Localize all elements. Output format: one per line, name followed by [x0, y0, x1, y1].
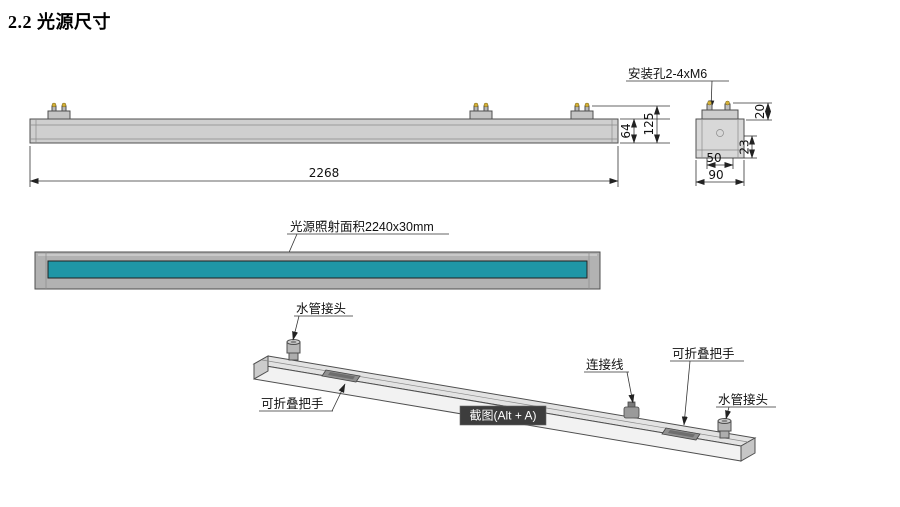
cable-connector	[623, 401, 640, 419]
screw-icon	[707, 100, 712, 106]
label-water-connector-left: 水管接头	[292, 301, 353, 341]
end-view-body	[695, 118, 745, 159]
dim-length-label: 2268	[309, 166, 340, 180]
side-view: 2268 64 125	[29, 102, 670, 187]
side-bar-body	[29, 118, 619, 144]
screenshot-tooltip: 截图(Alt + A)	[459, 405, 547, 426]
illumination-area-label: 光源照射面积2240x30mm	[290, 219, 434, 234]
dim-50-label: 50	[706, 151, 721, 165]
water-connector-right	[717, 418, 732, 439]
screw-icon	[51, 102, 57, 108]
screenshot-tooltip-box	[459, 405, 547, 426]
foldable-handle-left-label: 可折叠把手	[261, 396, 324, 411]
screw-icon	[61, 102, 67, 108]
label-cable: 连接线	[584, 357, 635, 404]
water-connector-right-label: 水管接头	[718, 392, 768, 407]
dim-body-height-label: 64	[619, 123, 633, 138]
dim-90-label: 90	[708, 168, 723, 182]
screw-icon	[725, 100, 730, 106]
dimension-length: 2268	[29, 146, 619, 187]
iso-view: 水管接头 可折叠把手 连接线 可折叠把手 水管接头	[252, 301, 776, 462]
dimension-lower-height: 23	[738, 135, 757, 159]
mounting-block-left	[47, 102, 71, 120]
screw-icon	[584, 102, 590, 108]
dimension-inner-width: 50	[706, 151, 734, 169]
iso-bar-right-end	[740, 437, 756, 462]
dimension-heights: 64 125	[592, 105, 670, 144]
screenshot-tooltip-text: 截图(Alt + A)	[469, 409, 536, 423]
iso-bar-left-end	[253, 355, 269, 380]
end-view-center-hole	[716, 129, 724, 137]
end-view: 安装孔2-4xM6 20	[626, 66, 772, 186]
label-water-connector-right: 水管接头	[716, 392, 776, 420]
glass-emitting-strip	[47, 260, 588, 279]
dimension-screw-height: 20	[733, 102, 772, 121]
dim-20-label: 20	[753, 104, 767, 119]
water-connector-left	[286, 339, 301, 361]
label-foldable-handle-left: 可折叠把手	[259, 383, 346, 412]
screw-icon	[483, 102, 489, 108]
screw-icon	[473, 102, 479, 108]
section-heading: 2.2 光源尺寸	[8, 12, 111, 32]
screw-icon	[574, 102, 580, 108]
label-foldable-handle-right: 可折叠把手	[670, 346, 744, 426]
mounting-block-middle	[469, 102, 493, 120]
mounting-block-right	[570, 102, 594, 120]
dim-23-label: 23	[738, 139, 752, 154]
dim-total-height-label: 125	[642, 113, 656, 136]
foldable-handle-right	[661, 427, 701, 441]
foldable-handle-left	[321, 369, 361, 383]
dimension-width: 90	[695, 160, 745, 186]
cable-label: 连接线	[586, 357, 624, 372]
mount-hole-label: 安装孔2-4xM6	[628, 66, 707, 81]
front-view: 光源照射面积2240x30mm	[34, 219, 601, 290]
water-connector-left-label: 水管接头	[296, 301, 346, 316]
foldable-handle-right-label: 可折叠把手	[672, 346, 735, 361]
end-view-top-block	[701, 109, 739, 120]
